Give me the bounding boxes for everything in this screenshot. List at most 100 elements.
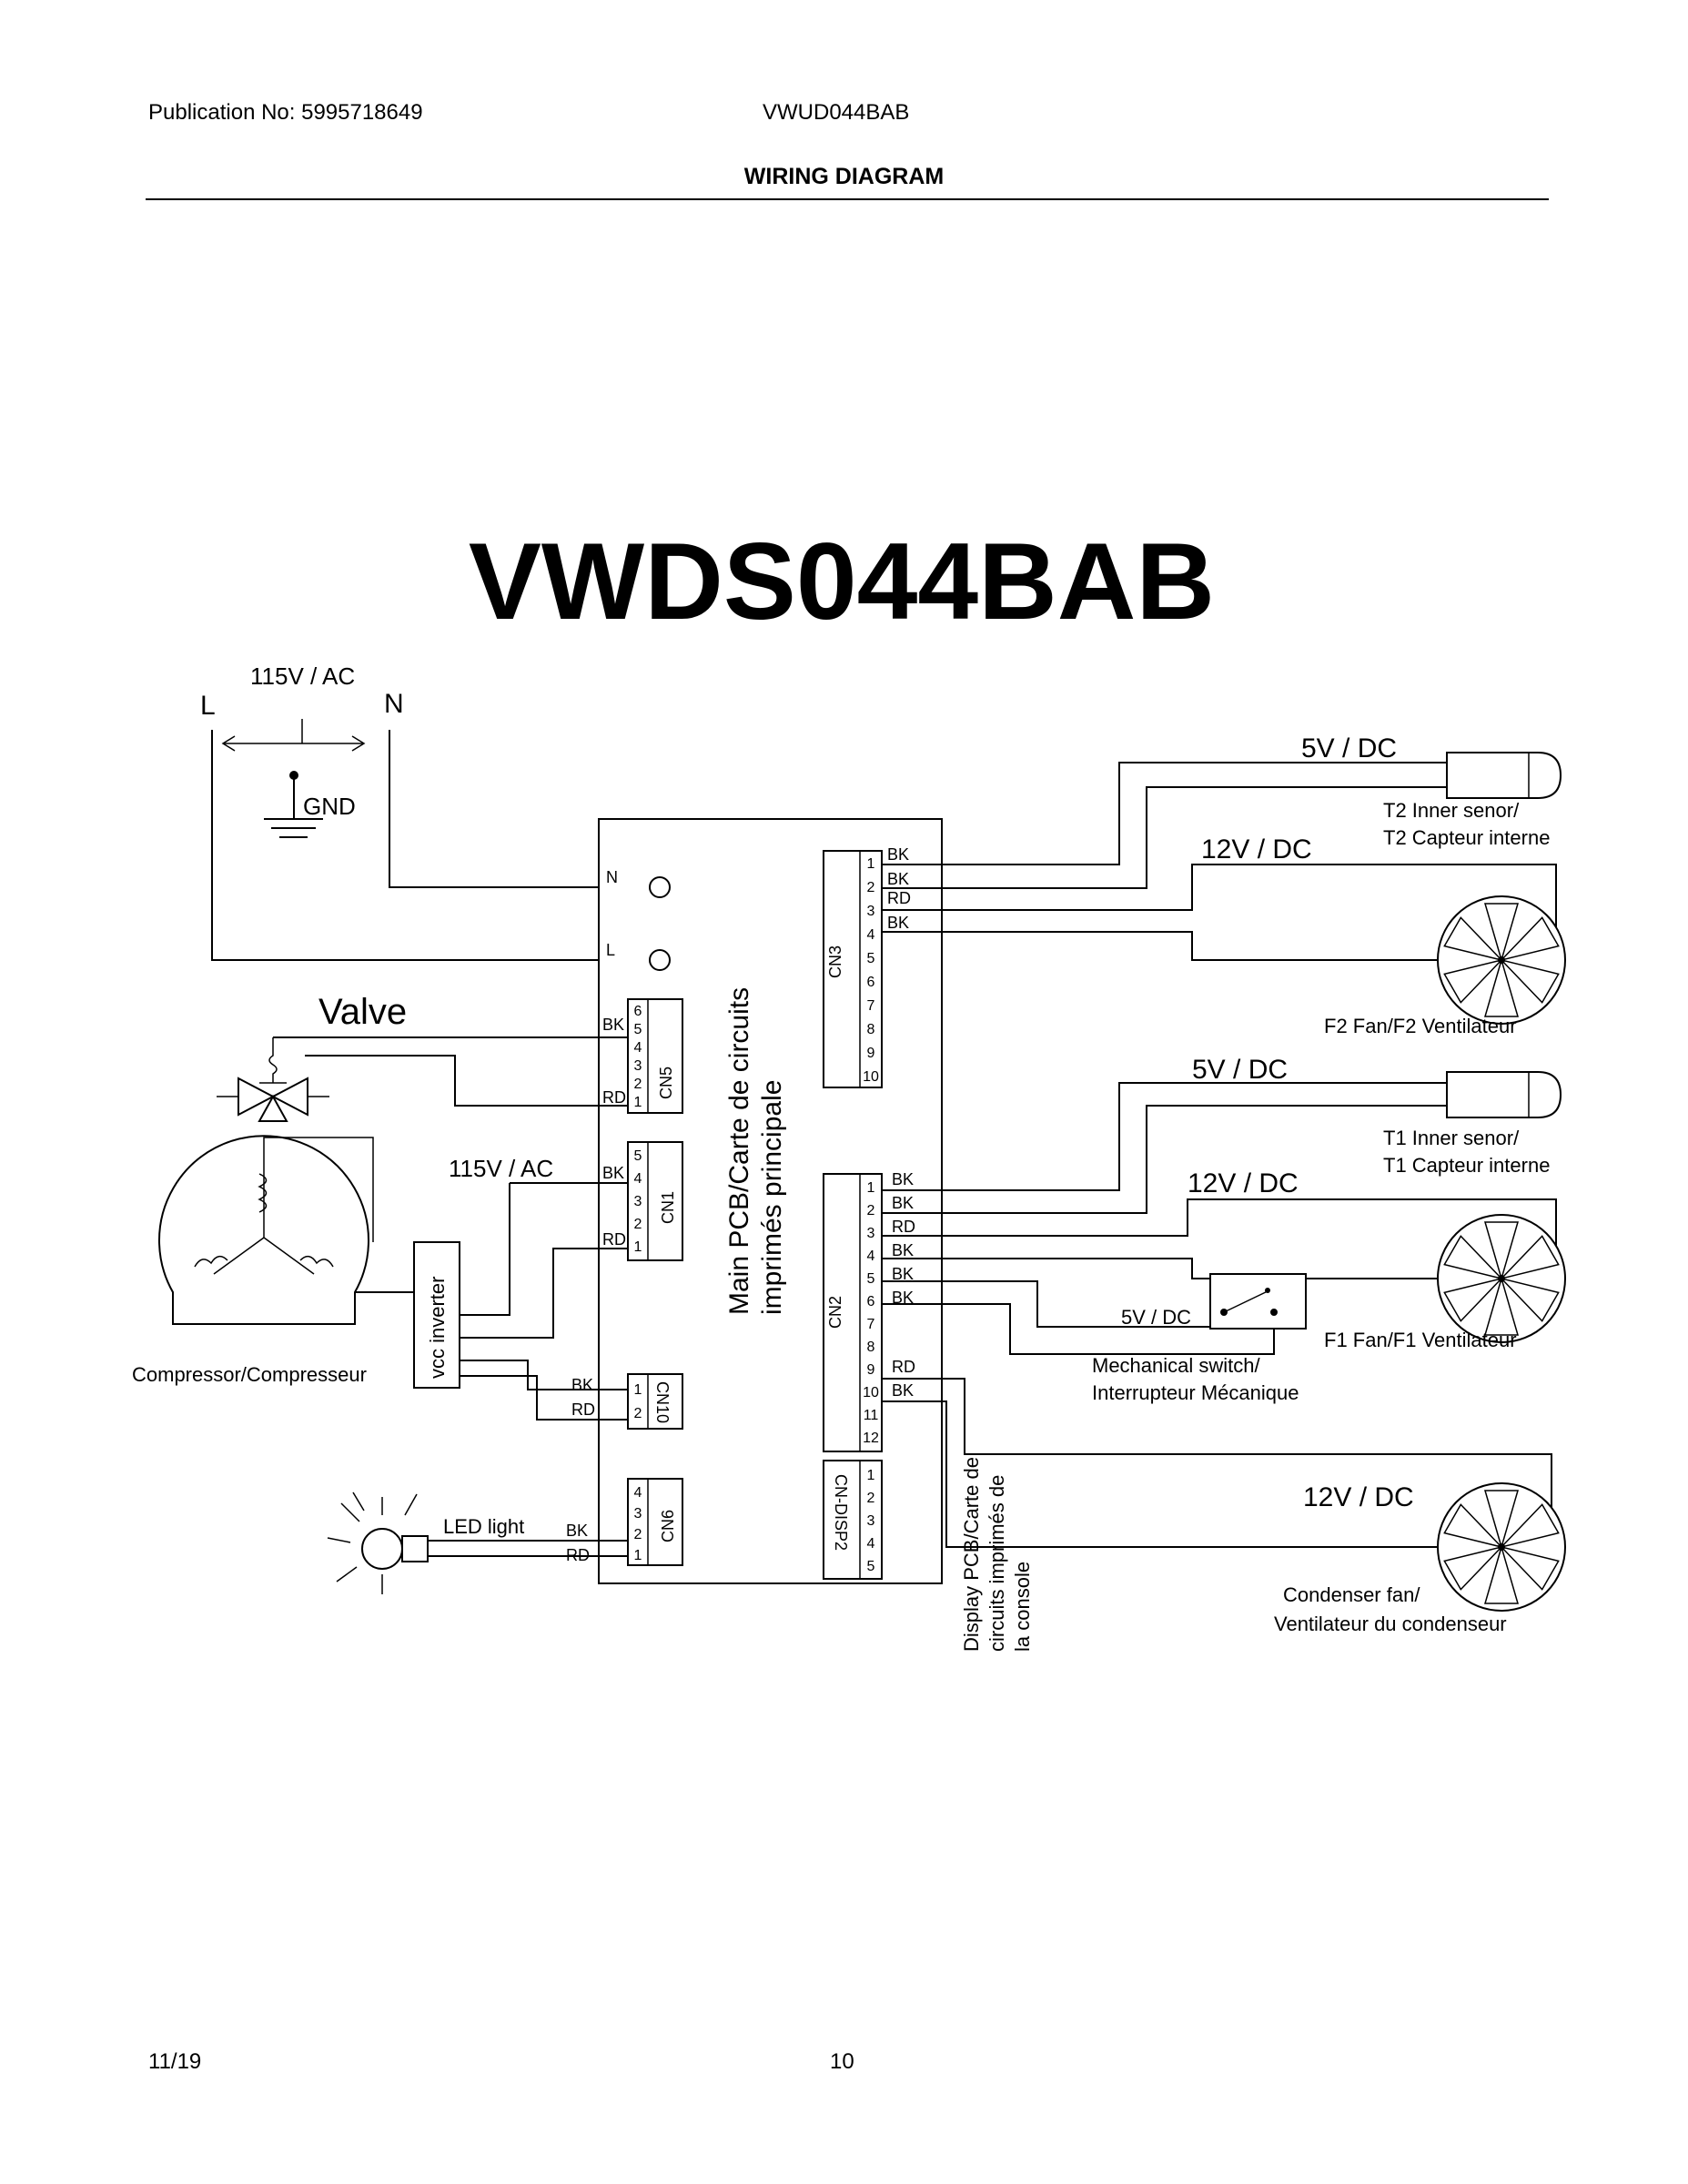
led-label: LED light <box>443 1515 524 1538</box>
cn2-wire-1: BK <box>892 1170 914 1188</box>
power-voltage-label: 115V / AC <box>250 662 355 690</box>
connector-cn10: 1 2 <box>627 1373 683 1430</box>
inverter-cn10-rd <box>460 1375 628 1421</box>
f1-fan-label: F1 Fan/F1 Ventilateur <box>1324 1329 1517 1351</box>
cn3-wire-2: BK <box>887 870 909 888</box>
cn2-wire-5: BK <box>892 1265 914 1283</box>
svg-text:3: 3 <box>867 1226 875 1241</box>
cn2-wire-10: RD <box>892 1358 915 1376</box>
svg-text:5: 5 <box>867 1271 875 1287</box>
cn6-label: CN6 <box>659 1510 677 1542</box>
svg-text:4: 4 <box>867 1536 875 1552</box>
svg-text:la console: la console <box>1011 1562 1034 1652</box>
header-divider <box>146 198 1549 200</box>
t2-sensor-label-2: T2 Capteur interne <box>1383 826 1550 849</box>
connector-cn3: 1 2 3 4 5 6 7 8 9 10 <box>823 850 883 1088</box>
neutral-wire <box>389 730 646 888</box>
svg-text:Main PCB/Carte de circuits: Main PCB/Carte de circuits <box>724 987 754 1315</box>
cn5-label: CN5 <box>657 1067 675 1099</box>
cn2-wire-6: BK <box>892 1289 914 1307</box>
connector-cn1: 5 4 3 2 1 <box>627 1141 683 1261</box>
t1-voltage-label: 5V / DC <box>1192 1055 1288 1085</box>
svg-text:5: 5 <box>634 1022 642 1037</box>
svg-text:1: 1 <box>867 856 875 872</box>
connector-cn5: 6 5 4 3 2 1 <box>627 998 683 1114</box>
valve-icon <box>217 1037 329 1122</box>
inverter-feed-rd <box>460 1248 628 1339</box>
compressor-label: Compressor/Compresseur <box>132 1363 367 1386</box>
cn2-wire-3: RD <box>892 1218 915 1236</box>
cn2-label: CN2 <box>826 1296 844 1329</box>
model-number: VWUD044BAB <box>763 100 910 125</box>
svg-text:4: 4 <box>867 927 875 943</box>
cn5-wire-bk: BK <box>602 1016 624 1034</box>
ground-label: GND <box>303 793 356 820</box>
f2-voltage-label: 12V / DC <box>1201 834 1312 864</box>
terminal-l <box>649 949 671 971</box>
svg-text:1: 1 <box>634 1239 642 1255</box>
f1-wire-b <box>882 1258 1474 1279</box>
switch-wire-b <box>882 1303 1275 1355</box>
f1-voltage-label: 12V / DC <box>1188 1168 1299 1198</box>
svg-text:9: 9 <box>867 1362 875 1378</box>
cn5-wire-rd: RD <box>602 1088 626 1107</box>
t1-wire-a <box>882 1082 1447 1191</box>
main-pcb-label: Main PCB/Carte de circuits imprimés prin… <box>724 987 787 1315</box>
svg-text:7: 7 <box>867 1317 875 1332</box>
svg-text:2: 2 <box>634 1527 642 1542</box>
t2-voltage-label: 5V / DC <box>1301 733 1397 763</box>
svg-text:8: 8 <box>867 1022 875 1037</box>
svg-text:4: 4 <box>634 1485 642 1501</box>
switch-contact-icon <box>1220 1288 1278 1316</box>
svg-text:imprimés principale: imprimés principale <box>757 1080 787 1315</box>
condenser-fan-icon <box>1437 1482 1566 1612</box>
condenser-label-1: Condenser fan/ <box>1283 1583 1420 1606</box>
svg-text:1: 1 <box>634 1095 642 1110</box>
footer-date: 11/19 <box>148 2049 202 2074</box>
cn3-wire-1: BK <box>887 845 909 864</box>
switch-label-1: Mechanical switch/ <box>1092 1354 1261 1377</box>
svg-text:1: 1 <box>634 1548 642 1563</box>
page-title: WIRING DIAGRAM <box>743 164 945 189</box>
svg-text:11: 11 <box>864 1408 879 1423</box>
connector-cn6: 4 3 2 1 <box>627 1478 683 1566</box>
svg-text:6: 6 <box>634 1004 642 1019</box>
inverter-voltage-label: 115V / AC <box>449 1155 553 1182</box>
f2-fan-label: F2 Fan/F2 Ventilateur <box>1324 1015 1517 1037</box>
power-span-arrow <box>221 719 366 752</box>
diagram-model-title: VWDS044BAB <box>469 521 1215 642</box>
cn1-label: CN1 <box>659 1191 677 1224</box>
cn3-label: CN3 <box>826 945 844 978</box>
t2-sensor-label-1: T2 Inner senor/ <box>1383 799 1520 822</box>
switch-label-2: Interrupteur Mécanique <box>1092 1381 1299 1404</box>
f2-wire-b <box>882 931 1474 961</box>
cn2-wire-4: BK <box>892 1241 914 1259</box>
page-number: 10 <box>830 2049 854 2074</box>
svg-text:10: 10 <box>863 1069 879 1085</box>
switch-voltage-label: 5V / DC <box>1121 1306 1191 1329</box>
mechanical-switch <box>1209 1273 1307 1330</box>
svg-text:2: 2 <box>867 1491 875 1506</box>
svg-text:10: 10 <box>863 1385 879 1400</box>
inverter-label: vcc inverter <box>426 1277 449 1379</box>
svg-text:2: 2 <box>634 1217 642 1232</box>
ground-symbol <box>264 771 323 838</box>
cn2-wire-11: BK <box>892 1381 914 1400</box>
svg-text:4: 4 <box>634 1040 642 1056</box>
svg-text:2: 2 <box>867 880 875 895</box>
line-label: L <box>200 691 216 721</box>
svg-text:2: 2 <box>634 1406 642 1421</box>
cn10-wire-rd: RD <box>571 1400 595 1419</box>
svg-text:6: 6 <box>867 1294 875 1309</box>
terminal-l-label: L <box>606 941 615 959</box>
f1-fan-icon <box>1437 1214 1566 1343</box>
terminal-n-label: N <box>606 868 618 886</box>
cn6-wire-bk: BK <box>566 1522 588 1540</box>
line-wire <box>211 730 646 961</box>
cn2-wire-2: BK <box>892 1194 914 1212</box>
svg-text:1: 1 <box>867 1468 875 1483</box>
t2-wire-b <box>882 786 1447 889</box>
condenser-voltage-label: 12V / DC <box>1303 1482 1414 1512</box>
led-light-icon <box>327 1491 429 1594</box>
